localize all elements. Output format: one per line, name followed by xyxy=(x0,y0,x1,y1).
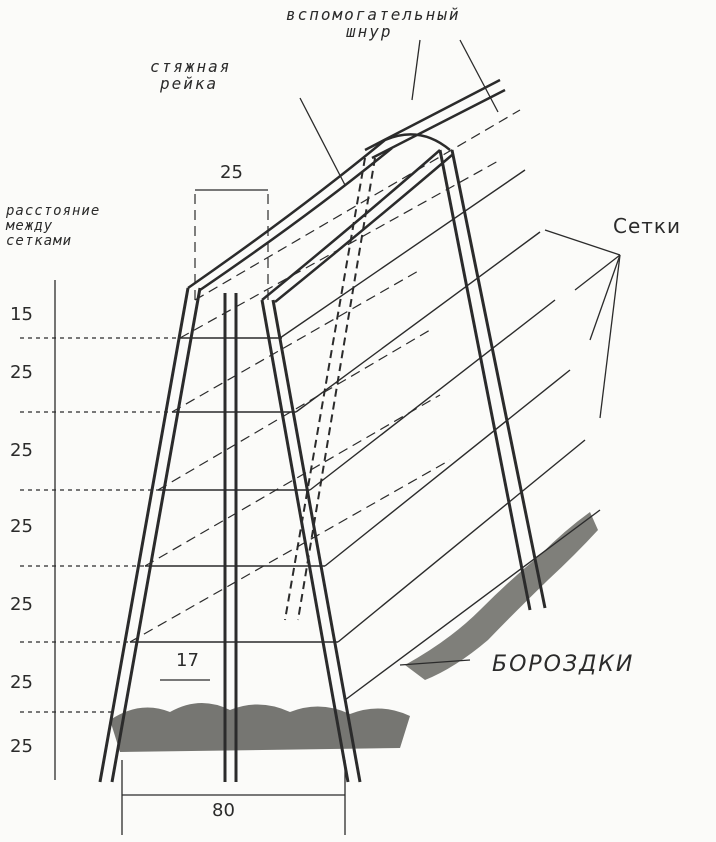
dim-vertical-4: 25 xyxy=(10,594,33,615)
dim-post-gap: 17 xyxy=(176,650,199,671)
dim-vertical-6: 25 xyxy=(10,736,33,757)
dim-vertical-0: 15 xyxy=(10,304,33,325)
aux-cord-line2: шнур xyxy=(346,22,393,41)
dimension-line-bottom xyxy=(121,679,346,835)
distance-line2: между xyxy=(6,218,54,234)
dim-base-width: 80 xyxy=(212,800,235,821)
nets-label: Сетки xyxy=(613,214,681,238)
dim-top-spacing: 25 xyxy=(220,162,243,183)
dim-vertical-5: 25 xyxy=(10,672,33,693)
leader-lines xyxy=(299,39,621,666)
dashed-wires xyxy=(129,109,521,643)
soil-base xyxy=(110,702,410,752)
distance-label: расстояние между сетками xyxy=(6,204,100,249)
net-wires xyxy=(279,169,601,701)
distance-line1: расстояние xyxy=(6,203,101,219)
dim-vertical-2: 25 xyxy=(10,440,33,461)
front-wires xyxy=(130,337,338,643)
dimension-line-vertical xyxy=(20,280,180,780)
furrows-label: БОРОЗДКИ xyxy=(492,652,635,677)
aux-cord-line1: вспомогательный xyxy=(286,5,461,24)
tie-rail-line2: рейка xyxy=(160,74,219,93)
aux-cord-label: вспомогательный шнур xyxy=(286,6,461,40)
distance-line3: сетками xyxy=(6,233,73,249)
dim-vertical-3: 25 xyxy=(10,516,33,537)
tie-rail-label: стяжная рейка xyxy=(150,58,231,92)
tie-rail-line1: стяжная xyxy=(150,57,232,76)
dim-vertical-1: 25 xyxy=(10,362,33,383)
frame-posts xyxy=(98,149,547,783)
tie-rails xyxy=(187,78,506,303)
soil-furrow-right xyxy=(405,512,598,680)
